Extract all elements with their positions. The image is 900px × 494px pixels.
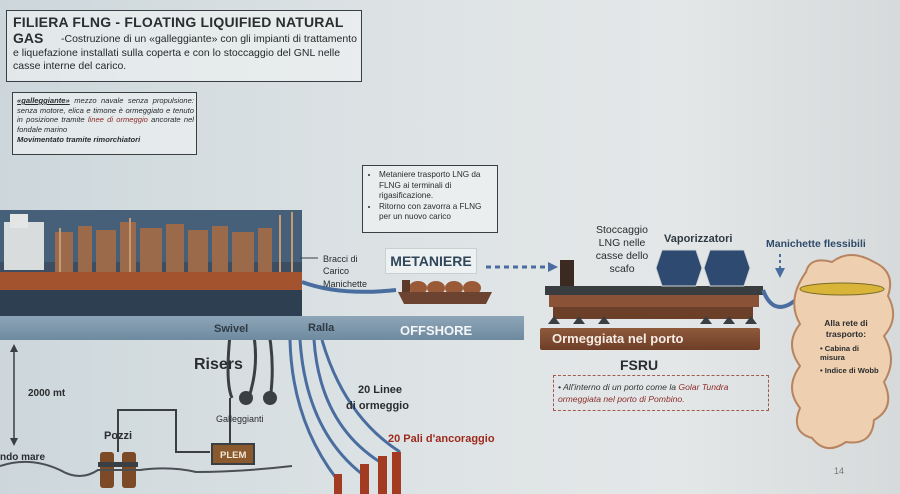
galleggiante-red: linee di ormeggio xyxy=(87,115,148,125)
ormeggiata-label: Ormeggiata nel porto xyxy=(552,331,684,346)
manichette-flessibili-label: Manichette flessibili xyxy=(766,238,866,250)
plem-icon xyxy=(211,443,255,465)
galleggiante-box: «galleggiante» mezzo navale senza propul… xyxy=(12,92,197,155)
fsru-box-text: • All'interno di un porto come la Golar … xyxy=(558,382,729,404)
pali-label: 20 Pali d'ancoraggio xyxy=(388,433,495,445)
fsru-box-pre: All'interno di un porto come la xyxy=(563,382,679,392)
stoccaggio-line-1: Stoccaggio xyxy=(596,224,648,236)
galleggianti-label: Galleggianti xyxy=(216,414,264,424)
anchor-pile-icon xyxy=(334,452,401,494)
fsru-box-red: Golar Tundra ormeggiata nel porto di Pom… xyxy=(558,382,729,404)
galleggiante-last: Movimentato tramite rimorchiatori xyxy=(17,134,141,144)
indice-item: • Indice di Wobb xyxy=(820,365,879,375)
galleggiante-text: «galleggiante» mezzo navale senza propul… xyxy=(17,96,194,145)
swivel-label: Swivel xyxy=(214,323,249,335)
galleggiante-text2: ancorate nel fondale marino xyxy=(17,115,194,135)
ship-photo xyxy=(0,210,302,318)
depth-arrow-icon xyxy=(10,344,18,446)
fsru-label: FSRU xyxy=(620,357,659,373)
vaporizer-tank-icon xyxy=(655,249,751,287)
dotted-arrow-icon xyxy=(486,262,558,272)
title-description: -Costruzione di un «galleggiante» con gl… xyxy=(13,33,357,72)
rete-items: • Cabina di misura • Indice di Wobb xyxy=(820,344,882,375)
fsru-box: • All'interno di un porto come la Golar … xyxy=(553,375,769,411)
fondo-mare-label: ndo mare xyxy=(0,452,46,463)
manichette-label: Manichette xyxy=(323,279,368,289)
depth-label: 2000 mt xyxy=(28,388,66,399)
lng-carrier-icon xyxy=(398,280,492,304)
bracci-label: Bracci di xyxy=(323,254,358,264)
title-box: FILIERA FLNG - FLOATING LIQUIFIED NATURA… xyxy=(6,10,362,82)
linee-label-1: 20 Linee xyxy=(358,384,403,396)
rete-label: Alla rete di trasporto: xyxy=(814,318,878,339)
metaniere-bullet-2: Ritorno con zavorra a FLNG per un nuovo … xyxy=(379,202,493,223)
cloud-network-icon xyxy=(791,254,895,449)
cabina-item: • Cabina di misura xyxy=(820,344,859,363)
rete-line-2: trasporto: xyxy=(825,328,867,339)
rete-line-1: Alla rete di xyxy=(824,318,868,328)
title-line1: FILIERA FLNG - FLOATING LIQUIFIED NATURA… xyxy=(13,14,344,30)
seabed-line xyxy=(0,460,293,477)
slide-number: 14 xyxy=(834,466,845,476)
title-line2: GAS xyxy=(13,30,44,46)
flowline-icon xyxy=(117,398,231,453)
ralla-label: Ralla xyxy=(308,322,335,334)
linee-label-2: di ormeggio xyxy=(346,400,409,412)
offshore-label: OFFSHORE xyxy=(400,323,473,338)
risers-label: Risers xyxy=(194,356,243,373)
metaniere-label: METANIERE xyxy=(385,248,477,274)
stoccaggio-line-4: scafo xyxy=(609,263,635,275)
stoccaggio-label: Stoccaggio LNG nelle casse dello scafo xyxy=(590,224,654,276)
fsru-ship-icon xyxy=(545,260,763,324)
carico-label: Carico xyxy=(323,266,350,276)
cabina-label: Cabina di misura xyxy=(820,344,859,363)
galleggiante-text1: mezzo navale senza propulsione: senza mo… xyxy=(17,96,194,125)
ormeggiata-band xyxy=(540,328,760,350)
offshore-band xyxy=(0,316,524,340)
plem-label: PLEM xyxy=(220,450,247,461)
metaniere-box: Metaniere trasporto LNG da FLNG ai termi… xyxy=(362,165,498,233)
stoccaggio-line-3: casse dello xyxy=(595,250,649,262)
metaniere-bullet-1: Metaniere trasporto LNG da FLNG ai termi… xyxy=(379,170,493,202)
riser-pipes-icon xyxy=(226,317,401,479)
stoccaggio-line-2: LNG nelle xyxy=(598,237,646,249)
vaporizzatori-label: Vaporizzatori xyxy=(664,233,733,245)
galleggiante-term: «galleggiante» xyxy=(17,96,70,105)
pozzi-label: Pozzi xyxy=(104,430,133,442)
float-buoy-icon xyxy=(239,391,277,405)
indice-label: Indice di Wobb xyxy=(824,365,879,375)
loading-arm-icon xyxy=(300,257,397,294)
